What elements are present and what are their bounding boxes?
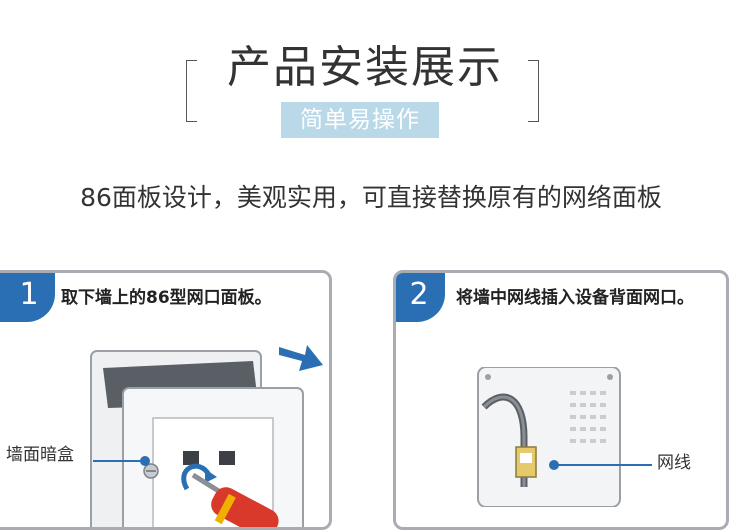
subtitle-badge: 简单易操作 (281, 102, 439, 138)
step-number-badge: 2 (396, 273, 445, 322)
title-bracket-right (528, 60, 539, 122)
title-bracket-left (186, 60, 197, 122)
page-title: 产品安装展示 (227, 42, 503, 93)
step-instruction: 将墙中网线插入设备背面网口。 (456, 288, 694, 308)
wall-box-label: 墙面暗盒 (6, 445, 74, 465)
screwdriver-icon (181, 463, 279, 527)
step-number-badge: 1 (0, 273, 55, 322)
callout-line (93, 456, 150, 466)
cable-label: 网线 (657, 453, 691, 473)
callout-line (549, 460, 652, 470)
pull-out-arrow-icon (279, 345, 323, 371)
step-instruction: 取下墙上的86型网口面板。 (61, 288, 272, 308)
step-card-2: 2 将墙中网线插入设备背面网口。 (393, 270, 729, 530)
tagline: 86面板设计，美观实用，可直接替换原有的网络面板 (80, 183, 662, 212)
step-card-1: 1 取下墙上的86型网口面板。 (0, 270, 332, 530)
device-back-illustration (477, 367, 621, 507)
